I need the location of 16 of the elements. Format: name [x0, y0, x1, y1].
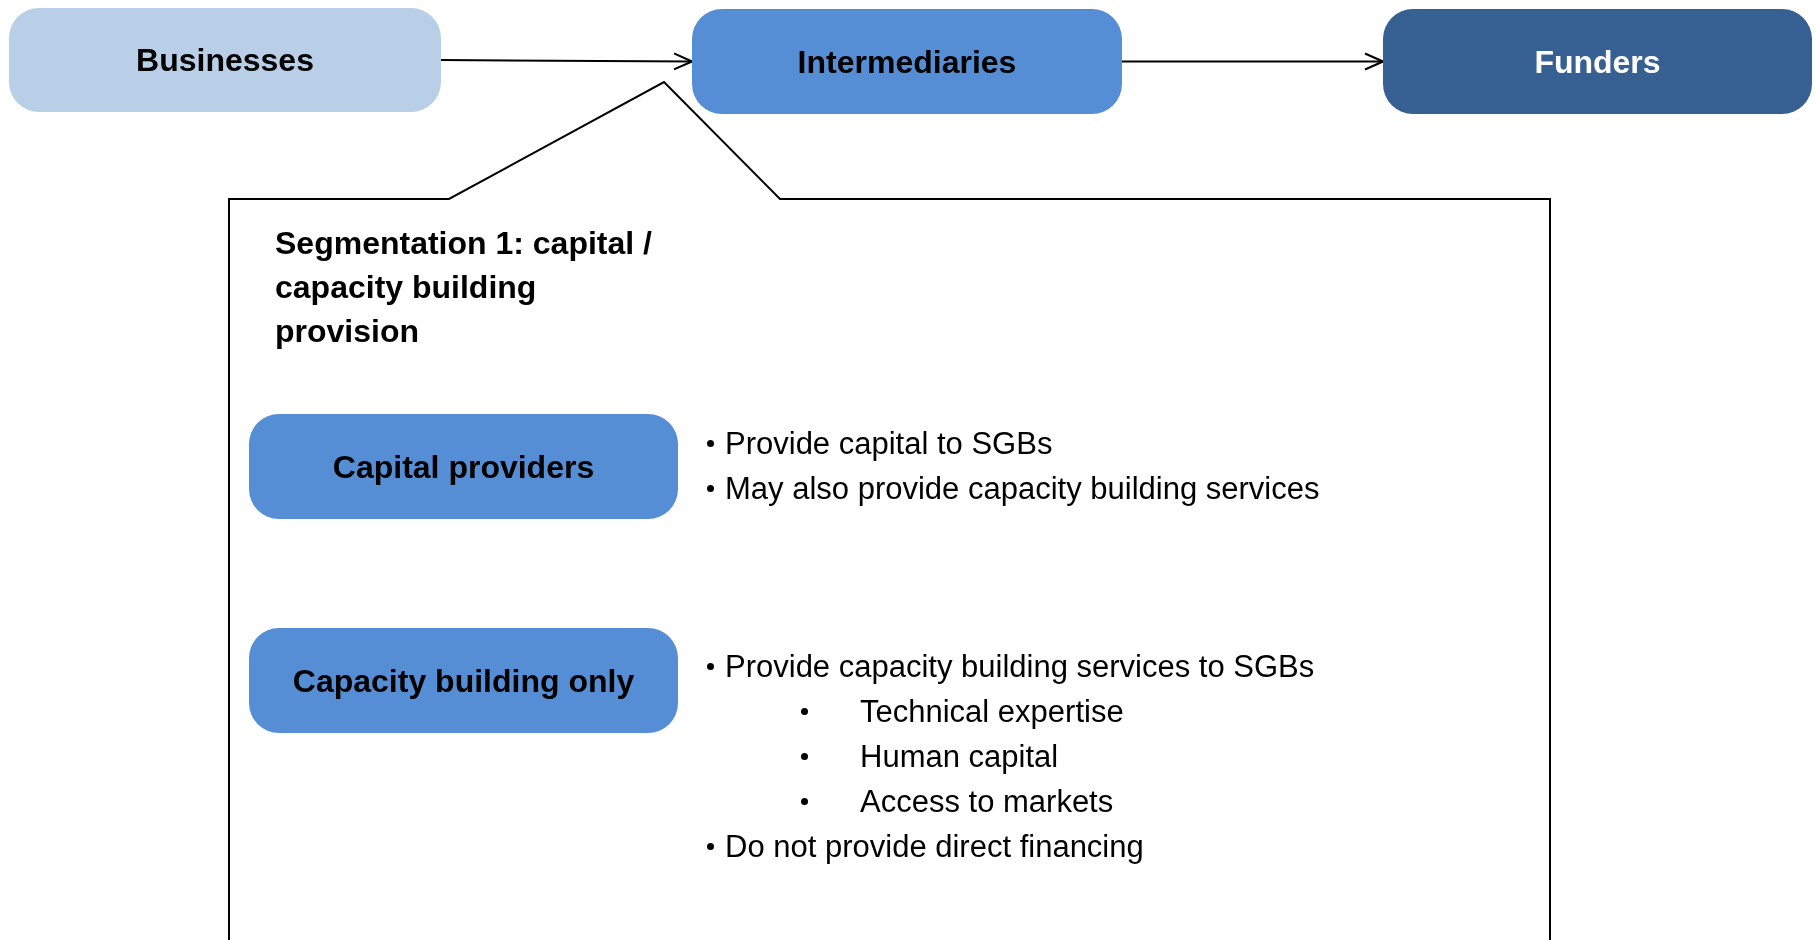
rounded-box: Capital providers	[249, 414, 678, 519]
bullet-text: Provide capital to SGBs	[725, 425, 1053, 463]
callout-panel	[228, 81, 1551, 940]
bullet-text: Human capital	[860, 738, 1059, 776]
bullet-text: May also provide capacity building services	[725, 470, 1320, 508]
rounded-box: Capacity building only	[249, 628, 678, 733]
bullet-text: Technical expertise	[860, 693, 1124, 731]
panel-heading: Segmentation 1: capital / capacity building provision	[275, 224, 653, 351]
bullet-text: Do not provide direct financing	[725, 828, 1144, 866]
bullet-text: Access to markets	[860, 783, 1114, 821]
rounded-box: Businesses	[9, 8, 441, 112]
bullet-text: Provide capacity building services to SGBs	[725, 648, 1315, 686]
arrow	[1121, 52, 1384, 71]
rounded-box: Funders	[1383, 9, 1812, 114]
arrow	[440, 52, 693, 71]
rounded-box: Intermediaries	[692, 9, 1122, 114]
